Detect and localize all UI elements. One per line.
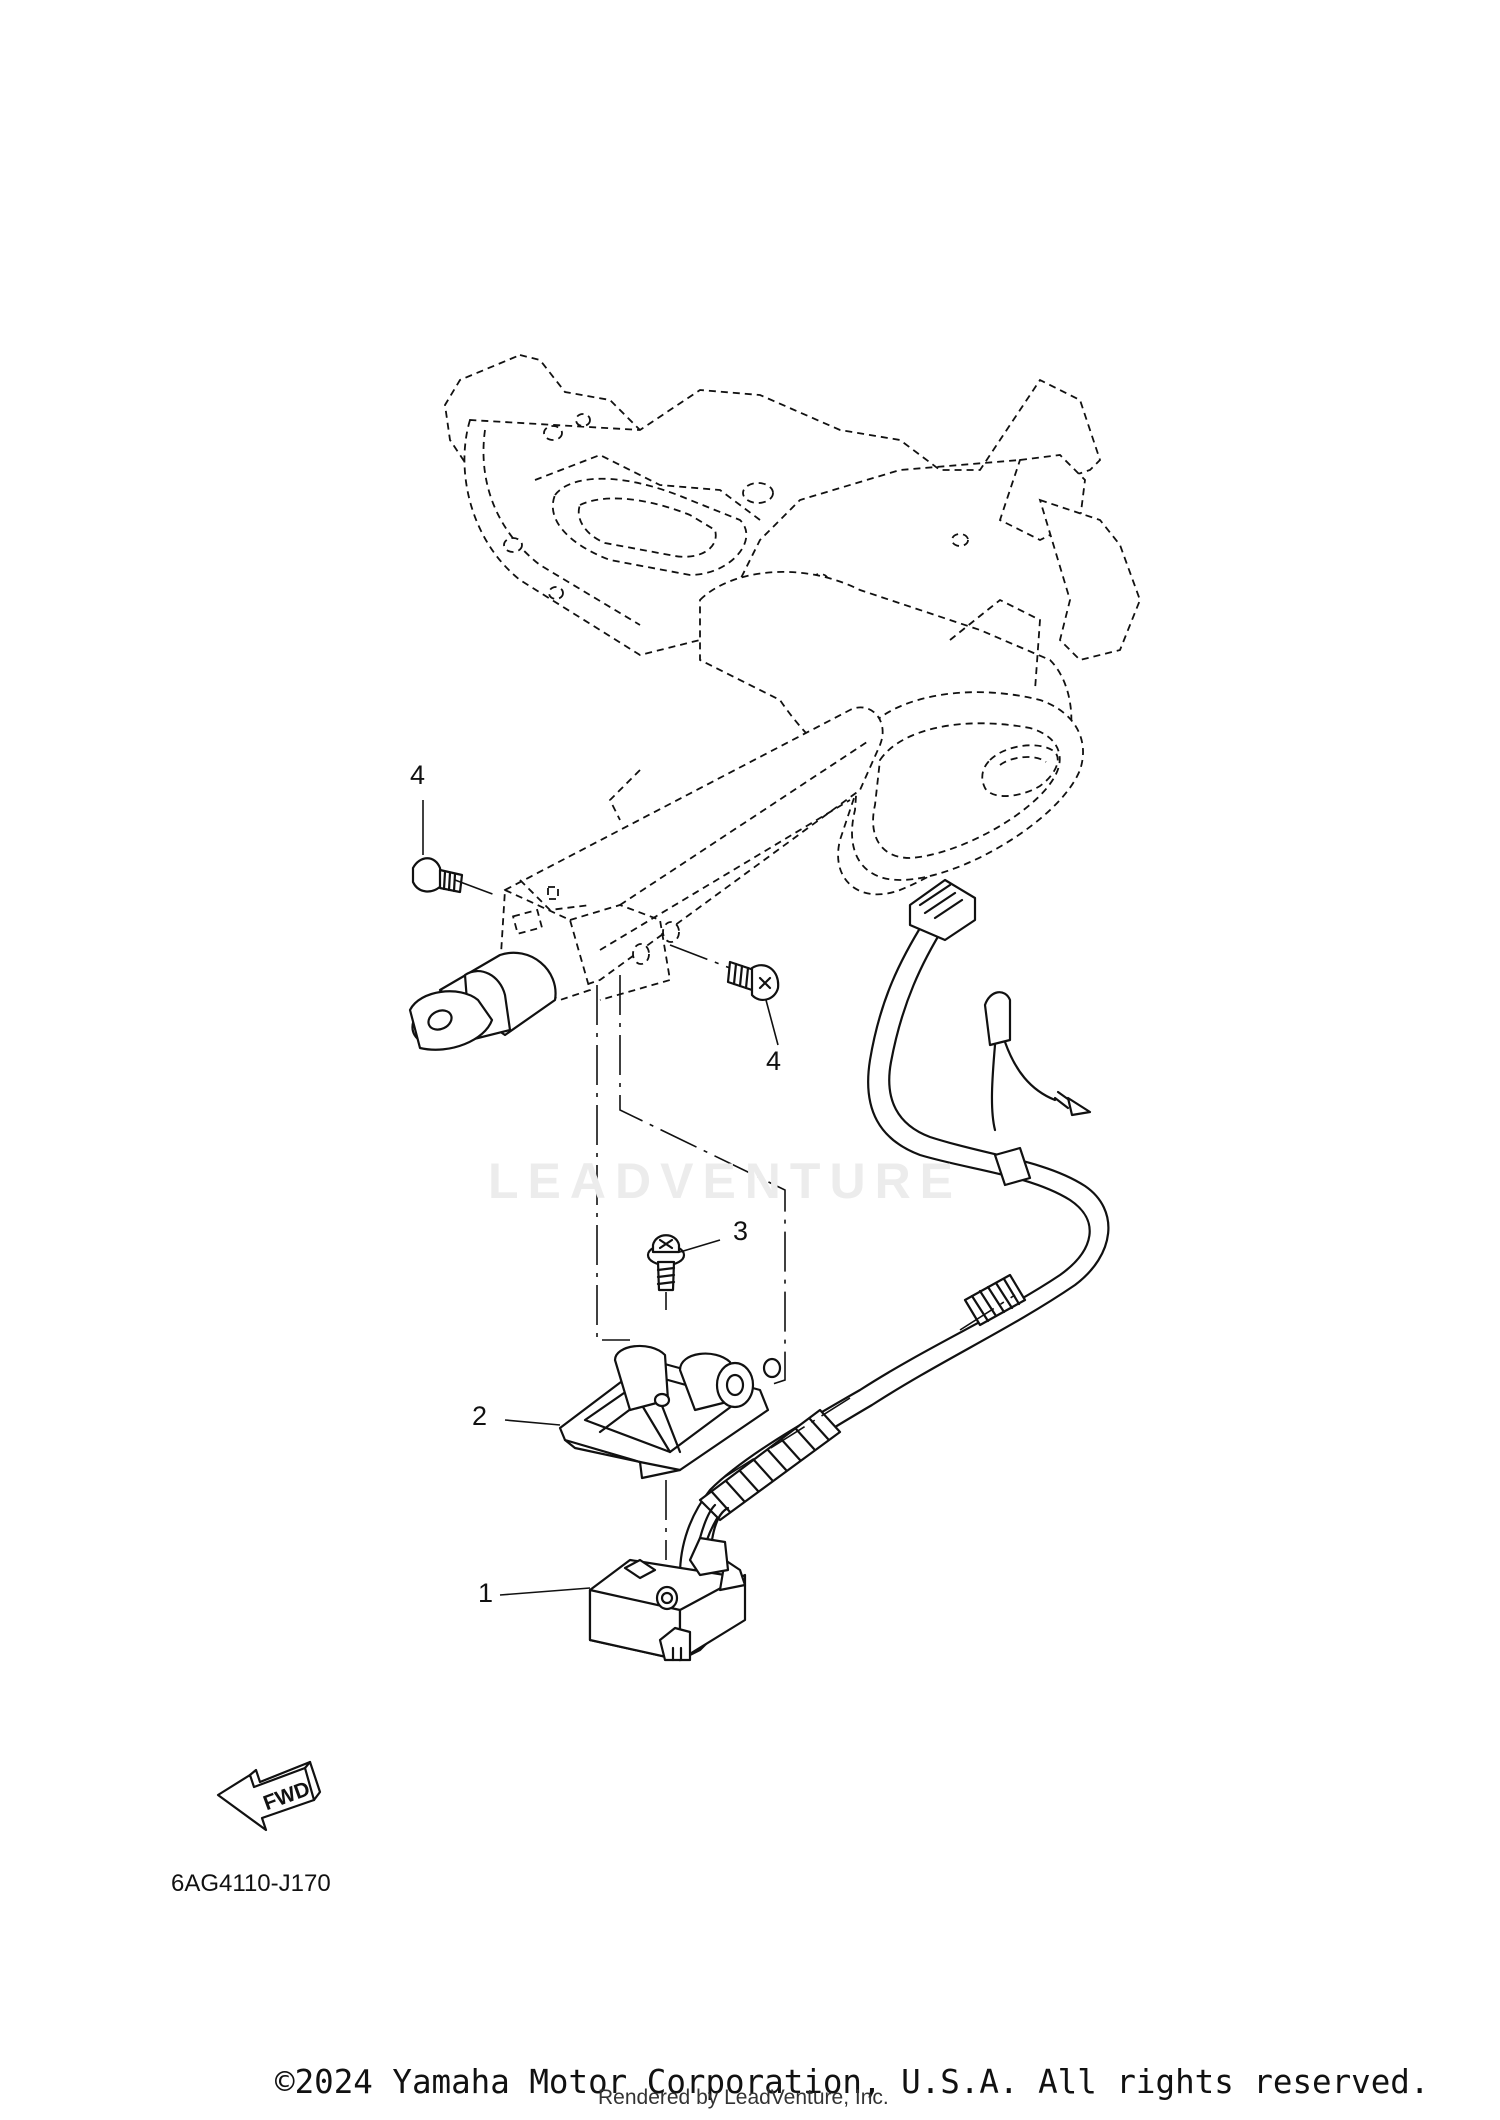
leader-1: [499, 1587, 591, 1596]
leader-2: [504, 1419, 561, 1426]
rendered-by-text: Rendered by LeadVenture, Inc.: [598, 2086, 889, 2109]
watermark-text: LEADVENTURE: [488, 1153, 963, 1209]
assembly-lines: [454, 879, 1016, 1560]
callout-4-left[interactable]: 4: [410, 760, 426, 790]
steering-shaft-end: [408, 951, 557, 1051]
switch-module-1: [588, 1503, 747, 1662]
diagram-code: 6AG4110-J170: [171, 1870, 331, 1897]
callout-4-right[interactable]: 4: [766, 1046, 782, 1076]
leader-3: [679, 1239, 721, 1253]
screw-4-left: [411, 857, 464, 894]
swivel-bracket-reference: [444, 354, 1141, 1001]
wiring-harness: [670, 878, 1110, 1620]
bracket-2: [558, 1344, 782, 1480]
callout-1[interactable]: 1: [478, 1578, 494, 1608]
screw-4-right: [726, 960, 780, 1001]
callout-3[interactable]: 3: [733, 1216, 749, 1246]
copyright-notice: ©2024 Yamaha Motor Corporation, U.S.A. A…: [275, 2063, 1430, 2101]
leader-4-right: [765, 999, 779, 1046]
fwd-arrow-icon: FWD: [216, 1760, 322, 1832]
bolt-3: [646, 1234, 686, 1292]
callout-2[interactable]: 2: [472, 1401, 488, 1431]
leader-lines: [422, 800, 779, 1596]
